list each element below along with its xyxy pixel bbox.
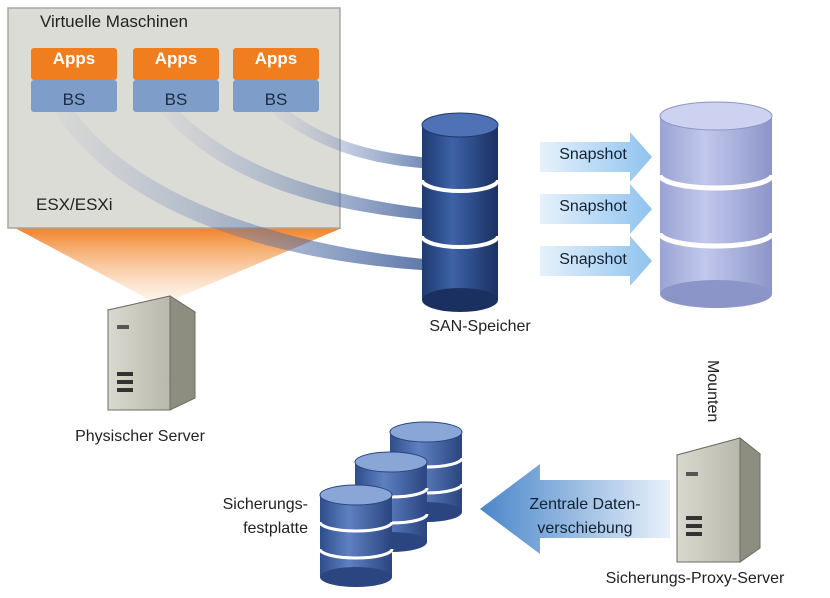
data-movement-label: Zentrale Daten- verschiebung [500,493,670,541]
vm-host-title: Virtuelle Maschinen [39,12,189,31]
vm-3-apps-label: Apps [254,49,298,68]
san-storage-icon [420,112,500,312]
san-storage-label: SAN-Speicher [429,318,531,335]
backup-disk-icon-front [318,484,394,587]
snapshot-label-2: Snapshot [559,198,627,215]
physical-server-icon [106,295,197,411]
data-movement-arrow [480,464,670,554]
vm-1-apps-label: Apps [52,49,96,68]
vm-3-os-block [233,80,319,112]
snapshot-arrow-2 [540,184,652,234]
vm-2-os-block [133,80,219,112]
proxy-server-icon [675,436,762,563]
vm-2-apps-block [133,48,219,80]
vm-3-apps-block [233,48,319,80]
snapshot-storage-icon [657,101,775,308]
backup-disk-label: Sicherungs- festplatte [172,493,308,541]
vm-1-apps-block [31,48,117,80]
mount-label: Mounten [704,360,721,423]
backup-disk-label-line2: festplatte [243,520,308,537]
snapshot-arrow-3 [540,236,652,286]
vm-1-stream [55,112,458,272]
snapshot-label-3: Snapshot [559,251,627,268]
proxy-server-label: Sicherungs-Proxy-Server [605,570,785,587]
vm-1-os-label: BS [62,90,86,109]
data-movement-label-line1: Zentrale Daten- [529,496,641,513]
vm-2-apps-label: Apps [154,49,198,68]
vm-2-os-label: BS [164,90,188,109]
hypervisor-label: ESX/ESXi [36,195,113,214]
physical-server-label: Physischer Server [75,428,205,445]
backup-disk-label-line1: Sicherungs- [222,496,308,513]
vm-3-os-label: BS [264,90,288,109]
vm-1-os-block [31,80,117,112]
snapshot-label-1: Snapshot [559,146,627,163]
host-beam [15,228,342,300]
data-movement-label-line2: verschiebung [537,520,633,537]
snapshot-arrow-1 [540,132,652,182]
